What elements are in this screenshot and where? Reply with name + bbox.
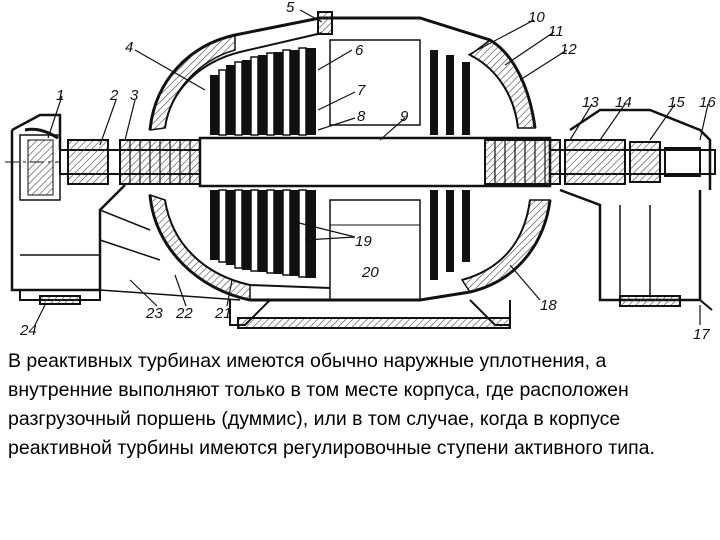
part-label-23: 23 bbox=[145, 305, 163, 322]
part-label-11: 11 bbox=[548, 23, 564, 40]
part-label-14: 14 bbox=[615, 94, 632, 111]
part-label-2: 2 bbox=[109, 87, 119, 104]
part-labels: 1 2 3 4 5 6 7 8 9 10 11 12 13 14 15 16 1… bbox=[19, 0, 716, 343]
part-label-12: 12 bbox=[560, 41, 577, 58]
part-label-9: 9 bbox=[400, 108, 409, 125]
part-label-17: 17 bbox=[693, 326, 710, 343]
part-label-19: 19 bbox=[355, 233, 372, 250]
part-label-10: 10 bbox=[528, 9, 545, 26]
part-label-21: 21 bbox=[214, 305, 232, 322]
part-label-8: 8 bbox=[357, 108, 366, 125]
part-label-22: 22 bbox=[175, 305, 193, 322]
caption-text: В реактивных турбинах имеются обычно нар… bbox=[8, 350, 655, 459]
turbine-drawing bbox=[5, 11, 716, 329]
part-label-3: 3 bbox=[130, 87, 139, 104]
part-label-4: 4 bbox=[125, 39, 133, 56]
part-label-1: 1 bbox=[56, 87, 64, 104]
part-label-7: 7 bbox=[357, 82, 366, 99]
part-label-20: 20 bbox=[361, 264, 379, 281]
part-label-5: 5 bbox=[286, 0, 295, 16]
part-label-15: 15 bbox=[668, 94, 685, 111]
turbine-cross-section-diagram: 1 2 3 4 5 6 7 8 9 10 11 12 13 14 15 16 1… bbox=[5, 0, 716, 343]
part-label-18: 18 bbox=[540, 297, 557, 314]
leader-lines bbox=[34, 9, 709, 326]
part-label-16: 16 bbox=[699, 94, 716, 111]
part-label-24: 24 bbox=[19, 322, 37, 339]
part-label-13: 13 bbox=[582, 94, 599, 111]
part-label-6: 6 bbox=[355, 42, 364, 59]
